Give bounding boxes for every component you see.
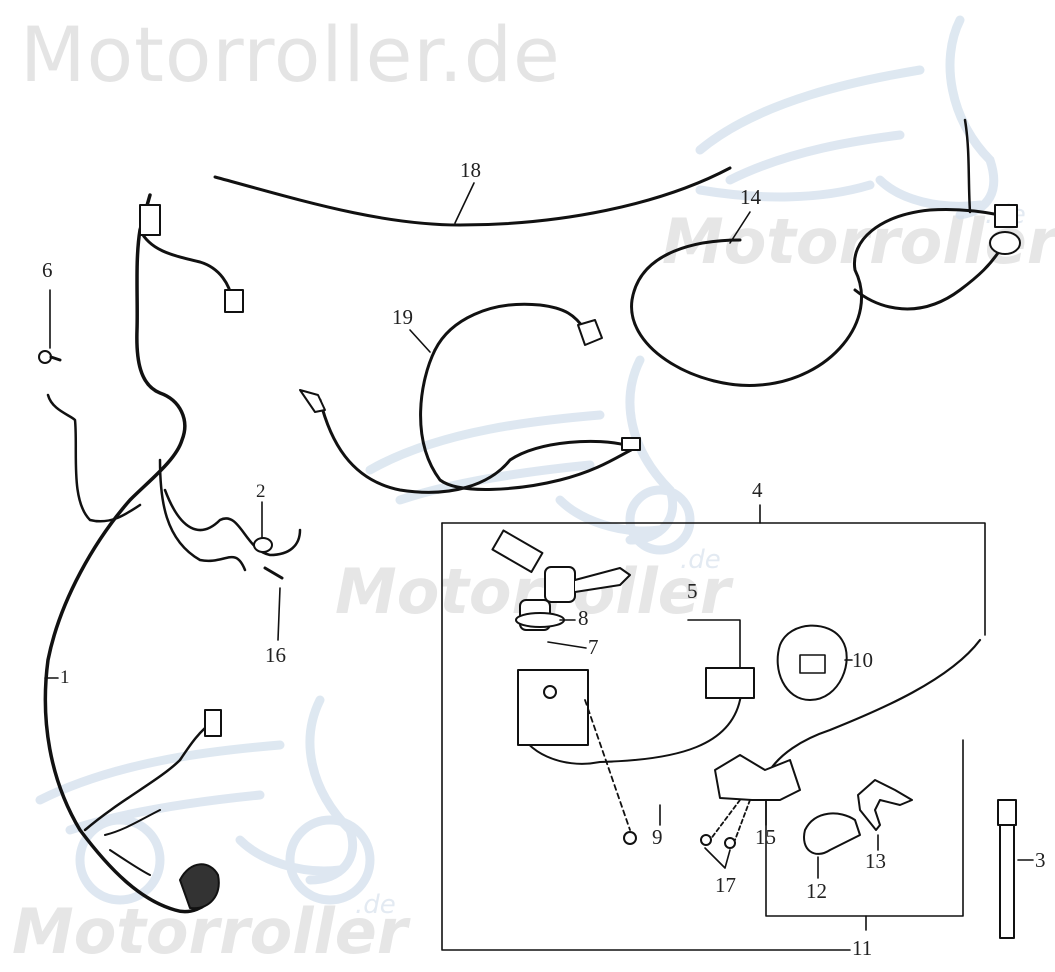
callout-6: 6 [42,258,53,282]
callout-16: 16 [265,643,286,667]
pin-16 [263,566,284,580]
scooter-watermark-icon [35,695,375,905]
callout-18: 18 [460,158,481,182]
wire-18 [213,166,732,227]
lock-cylinder-12 [803,812,861,855]
watermark-logo-suffix: .de [680,545,721,575]
scooter-watermark-icon [365,355,695,555]
bracket-13 [857,779,913,831]
callout-3: 3 [1035,848,1046,872]
watermark-site-title: Motorroller.de [20,10,561,99]
callout-9: 9 [652,825,663,849]
cover-plate-7 [515,612,565,628]
watermark-logo-bottom-left: Motorroller [12,895,408,968]
seat-lock-cable [768,638,982,772]
group-bracket-4 [441,522,986,636]
watermark-logo-suffix: .de [355,890,396,920]
callout-14: 14 [740,185,761,209]
seat-lock-15 [714,754,801,801]
callout-7: 7 [588,635,599,659]
callout-19: 19 [392,305,413,329]
ignition-switch-body [517,669,589,746]
screw-9 [623,831,637,845]
callout-5: 5 [687,579,698,603]
callout-4: 4 [752,478,763,502]
callout-17: 17 [715,873,736,897]
group-bracket-11 [765,739,964,917]
callout-10: 10 [852,648,873,672]
callout-11: 11 [852,936,873,960]
callout-2: 2 [256,481,266,502]
scooter-watermark-icon [695,15,999,220]
wire-19 [433,302,587,352]
key-8 [491,529,544,574]
bolt-6 [38,350,52,364]
callout-8: 8 [578,606,589,630]
connector-5 [705,667,755,699]
screw-17b [724,837,736,849]
connector-2 [253,537,273,553]
callout-15: 15 [755,825,776,849]
callout-12: 12 [806,879,827,903]
cable-tie-3 [999,807,1015,939]
wire-14 [630,207,1002,387]
callout-13: 13 [865,849,886,873]
switch-connector-14 [994,204,1018,228]
screw-17a [700,834,712,846]
harness-1 [43,193,217,914]
callout-1: 1 [60,667,70,688]
